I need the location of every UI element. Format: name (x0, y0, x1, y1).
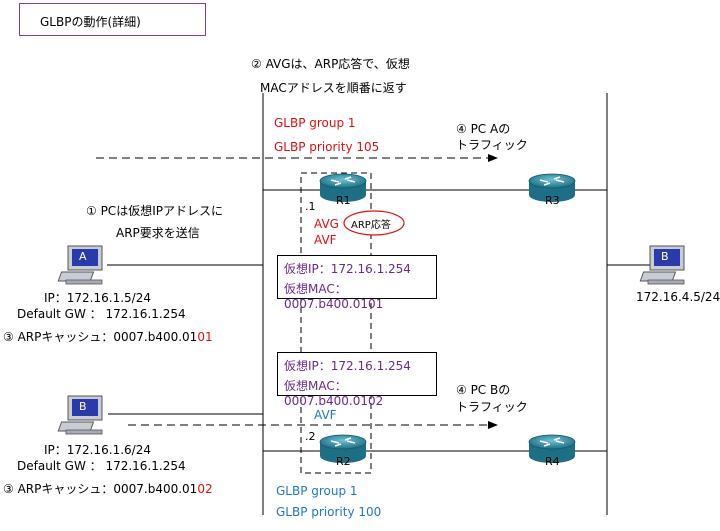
arp-reply-label: ARP応答 (351, 220, 391, 231)
router-r2-label: R2 (336, 455, 351, 468)
pc-b-ip: IP：172.16.1.6/24 (44, 443, 151, 457)
step1-line1: ① PCは仮想IPアドレスに (86, 204, 223, 218)
router-r1-icon (319, 173, 367, 202)
pc-b-screen-label: B (79, 400, 87, 413)
pc-a-arp-cache-suffix: 01 (197, 330, 213, 344)
title-box: GLBPの動作(詳細) (19, 3, 206, 36)
pc-a-screen-label: A (79, 250, 87, 263)
r2-glbp-priority: GLBP priority 100 (276, 505, 382, 519)
step2-line2: MACアドレスを順番に返す (260, 81, 407, 95)
pc-a-icon (57, 245, 103, 285)
r1-glbp-group: GLBP group 1 (274, 116, 356, 130)
router-r4-label: R4 (545, 455, 560, 468)
pc-a-arp-cache-prefix: ③ ARPキャッシュ：0007.b400.01 (3, 330, 198, 344)
r2-role-avf: AVF (314, 408, 337, 422)
arp-reply-bubble (343, 210, 405, 236)
step2-line1: ② AVGは、ARP応答で、仮想 (251, 57, 410, 71)
pc-b-arp-cache: ③ ARPキャッシュ：0007.b400.0102 (3, 482, 213, 496)
virtual-mac-2: 仮想MAC：0007.b400.0102 (284, 379, 384, 408)
step1-line2: ARP要求を送信 (116, 226, 200, 240)
virtual-ip-2: 仮想IP：172.16.1.254 (284, 359, 411, 373)
router-r1-label: R1 (336, 194, 351, 207)
r1-role-avf: AVF (314, 233, 337, 247)
pc-a-gateway: Default GW ： 172.16.1.254 (17, 307, 186, 321)
step4a-line2: トラフィック (456, 138, 528, 152)
virtual-info-box-2: 仮想IP：172.16.1.254 仮想MAC：0007.b400.0102 (277, 352, 437, 408)
pc-right-icon (639, 245, 685, 285)
r2-interface-label: .2 (305, 430, 316, 443)
pc-b-icon (57, 395, 103, 435)
pc-b-arp-cache-prefix: ③ ARPキャッシュ：0007.b400.01 (3, 482, 198, 496)
router-r3-icon (528, 173, 576, 202)
virtual-router-box (300, 172, 372, 474)
router-r2-icon (319, 434, 367, 463)
step4b-line2: トラフィック (456, 400, 528, 414)
r1-interface-label: .1 (305, 200, 316, 213)
step4a-line1: ④ PC Aの (456, 122, 511, 136)
r1-role-avg: AVG (314, 217, 339, 231)
router-r4-icon (528, 434, 576, 463)
r2-glbp-group: GLBP group 1 (276, 484, 358, 498)
virtual-info-box-1: 仮想IP：172.16.1.254 仮想MAC：0007.b400.0101 (277, 255, 437, 311)
virtual-mac-1: 仮想MAC：0007.b400.0101 (284, 282, 384, 311)
virtual-ip-1: 仮想IP：172.16.1.254 (284, 262, 411, 276)
pc-a-ip: IP：172.16.1.5/24 (44, 291, 151, 305)
pc-right-screen-label: B (661, 250, 669, 263)
pc-a-arp-cache: ③ ARPキャッシュ：0007.b400.0101 (3, 330, 213, 344)
pc-b-gateway: Default GW ： 172.16.1.254 (17, 459, 186, 473)
step4b-line1: ④ PC Bの (456, 383, 511, 397)
pc-b-arp-cache-suffix: 02 (197, 482, 213, 496)
pc-right-ip: 172.16.4.5/24 (636, 290, 720, 304)
router-r3-label: R3 (545, 194, 560, 207)
r1-glbp-priority: GLBP priority 105 (274, 140, 380, 154)
page-title: GLBPの動作(詳細) (40, 15, 141, 29)
